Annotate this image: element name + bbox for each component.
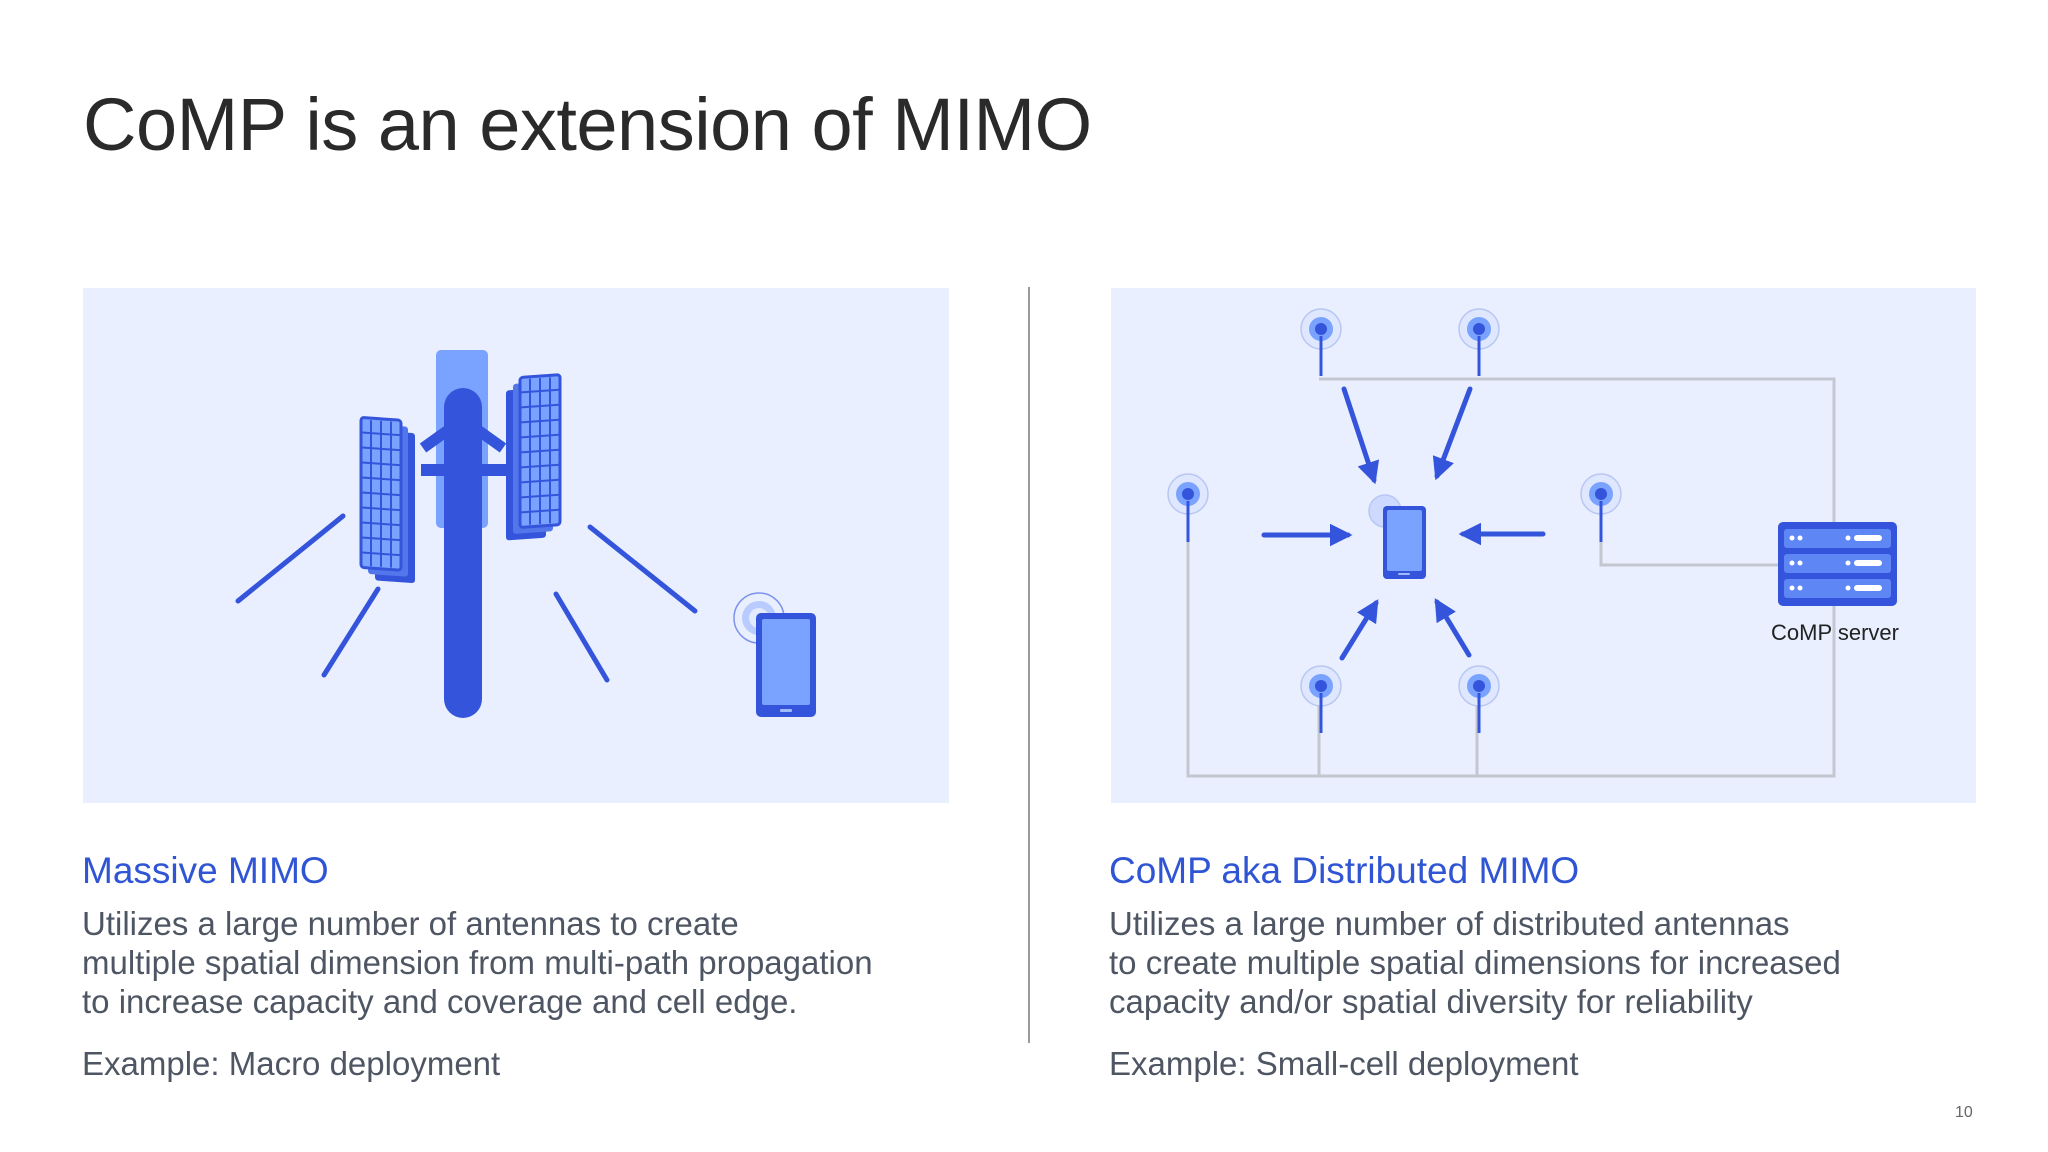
comp-example: Example: Small-cell deployment [1109,1045,1579,1082]
slide-title: CoMP is an extension of MIMO [83,83,1092,166]
smartphone-icon [756,613,816,717]
page-number: 10 [1955,1104,1973,1121]
antenna-node-icon [1580,473,1622,542]
description-line: Utilizes a large number of distributed a… [1109,905,1790,942]
massive-mimo-heading: Massive MIMO [82,850,329,891]
comp-text: CoMP aka Distributed MIMO Utilizes a lar… [1109,850,2009,1083]
antenna-node-icon [1167,473,1209,542]
massive-mimo-description: Utilizes a large number of antennas to c… [82,904,982,1021]
antenna-panel-icon [506,373,562,541]
description-line: to create multiple spatial dimensions fo… [1109,944,1841,981]
description-line: multiple spatial dimension from multi-pa… [82,944,873,981]
signal-beam [321,586,381,678]
tower-crossbar [421,464,511,476]
comp-illustration: CoMP server [1111,288,1976,803]
smartphone-icon [1383,506,1426,579]
description-line: capacity and/or spatial diversity for re… [1109,983,1753,1020]
backhaul-line [1186,377,1836,778]
massive-mimo-text: Massive MIMO Utilizes a large number of … [82,850,982,1083]
comp-description: Utilizes a large number of distributed a… [1109,904,2009,1021]
antenna-node-icon [1300,665,1342,733]
arrow-icon [1341,386,1380,485]
arrow-icon [1434,598,1472,658]
tower-arm-right [471,423,507,453]
antenna-panel-icon [359,416,415,584]
antenna-node-icon [1300,308,1342,376]
massive-mimo-illustration [83,288,949,803]
tower-arm-left [419,423,455,453]
server-icon [1778,522,1897,606]
backhaul-line [1599,493,1784,567]
comp-server-label: CoMP server [1771,620,1899,645]
comp-heading: CoMP aka Distributed MIMO [1109,850,1580,891]
arrow-icon [1339,599,1379,661]
tower-mast [444,388,482,718]
comp-diagram [1167,308,1897,778]
antenna-node-icon [1458,665,1500,733]
massive-mimo-diagram [235,350,816,718]
description-line: Utilizes a large number of antennas to c… [82,905,739,942]
column-divider [1028,287,1030,1043]
massive-mimo-example: Example: Macro deployment [82,1045,501,1082]
signal-beam [235,513,346,604]
description-line: to increase capacity and coverage and ce… [82,983,798,1020]
signal-beam [587,524,698,614]
signal-beam [553,591,610,683]
arrow-icon [1432,386,1473,481]
antenna-node-icon [1458,308,1500,376]
